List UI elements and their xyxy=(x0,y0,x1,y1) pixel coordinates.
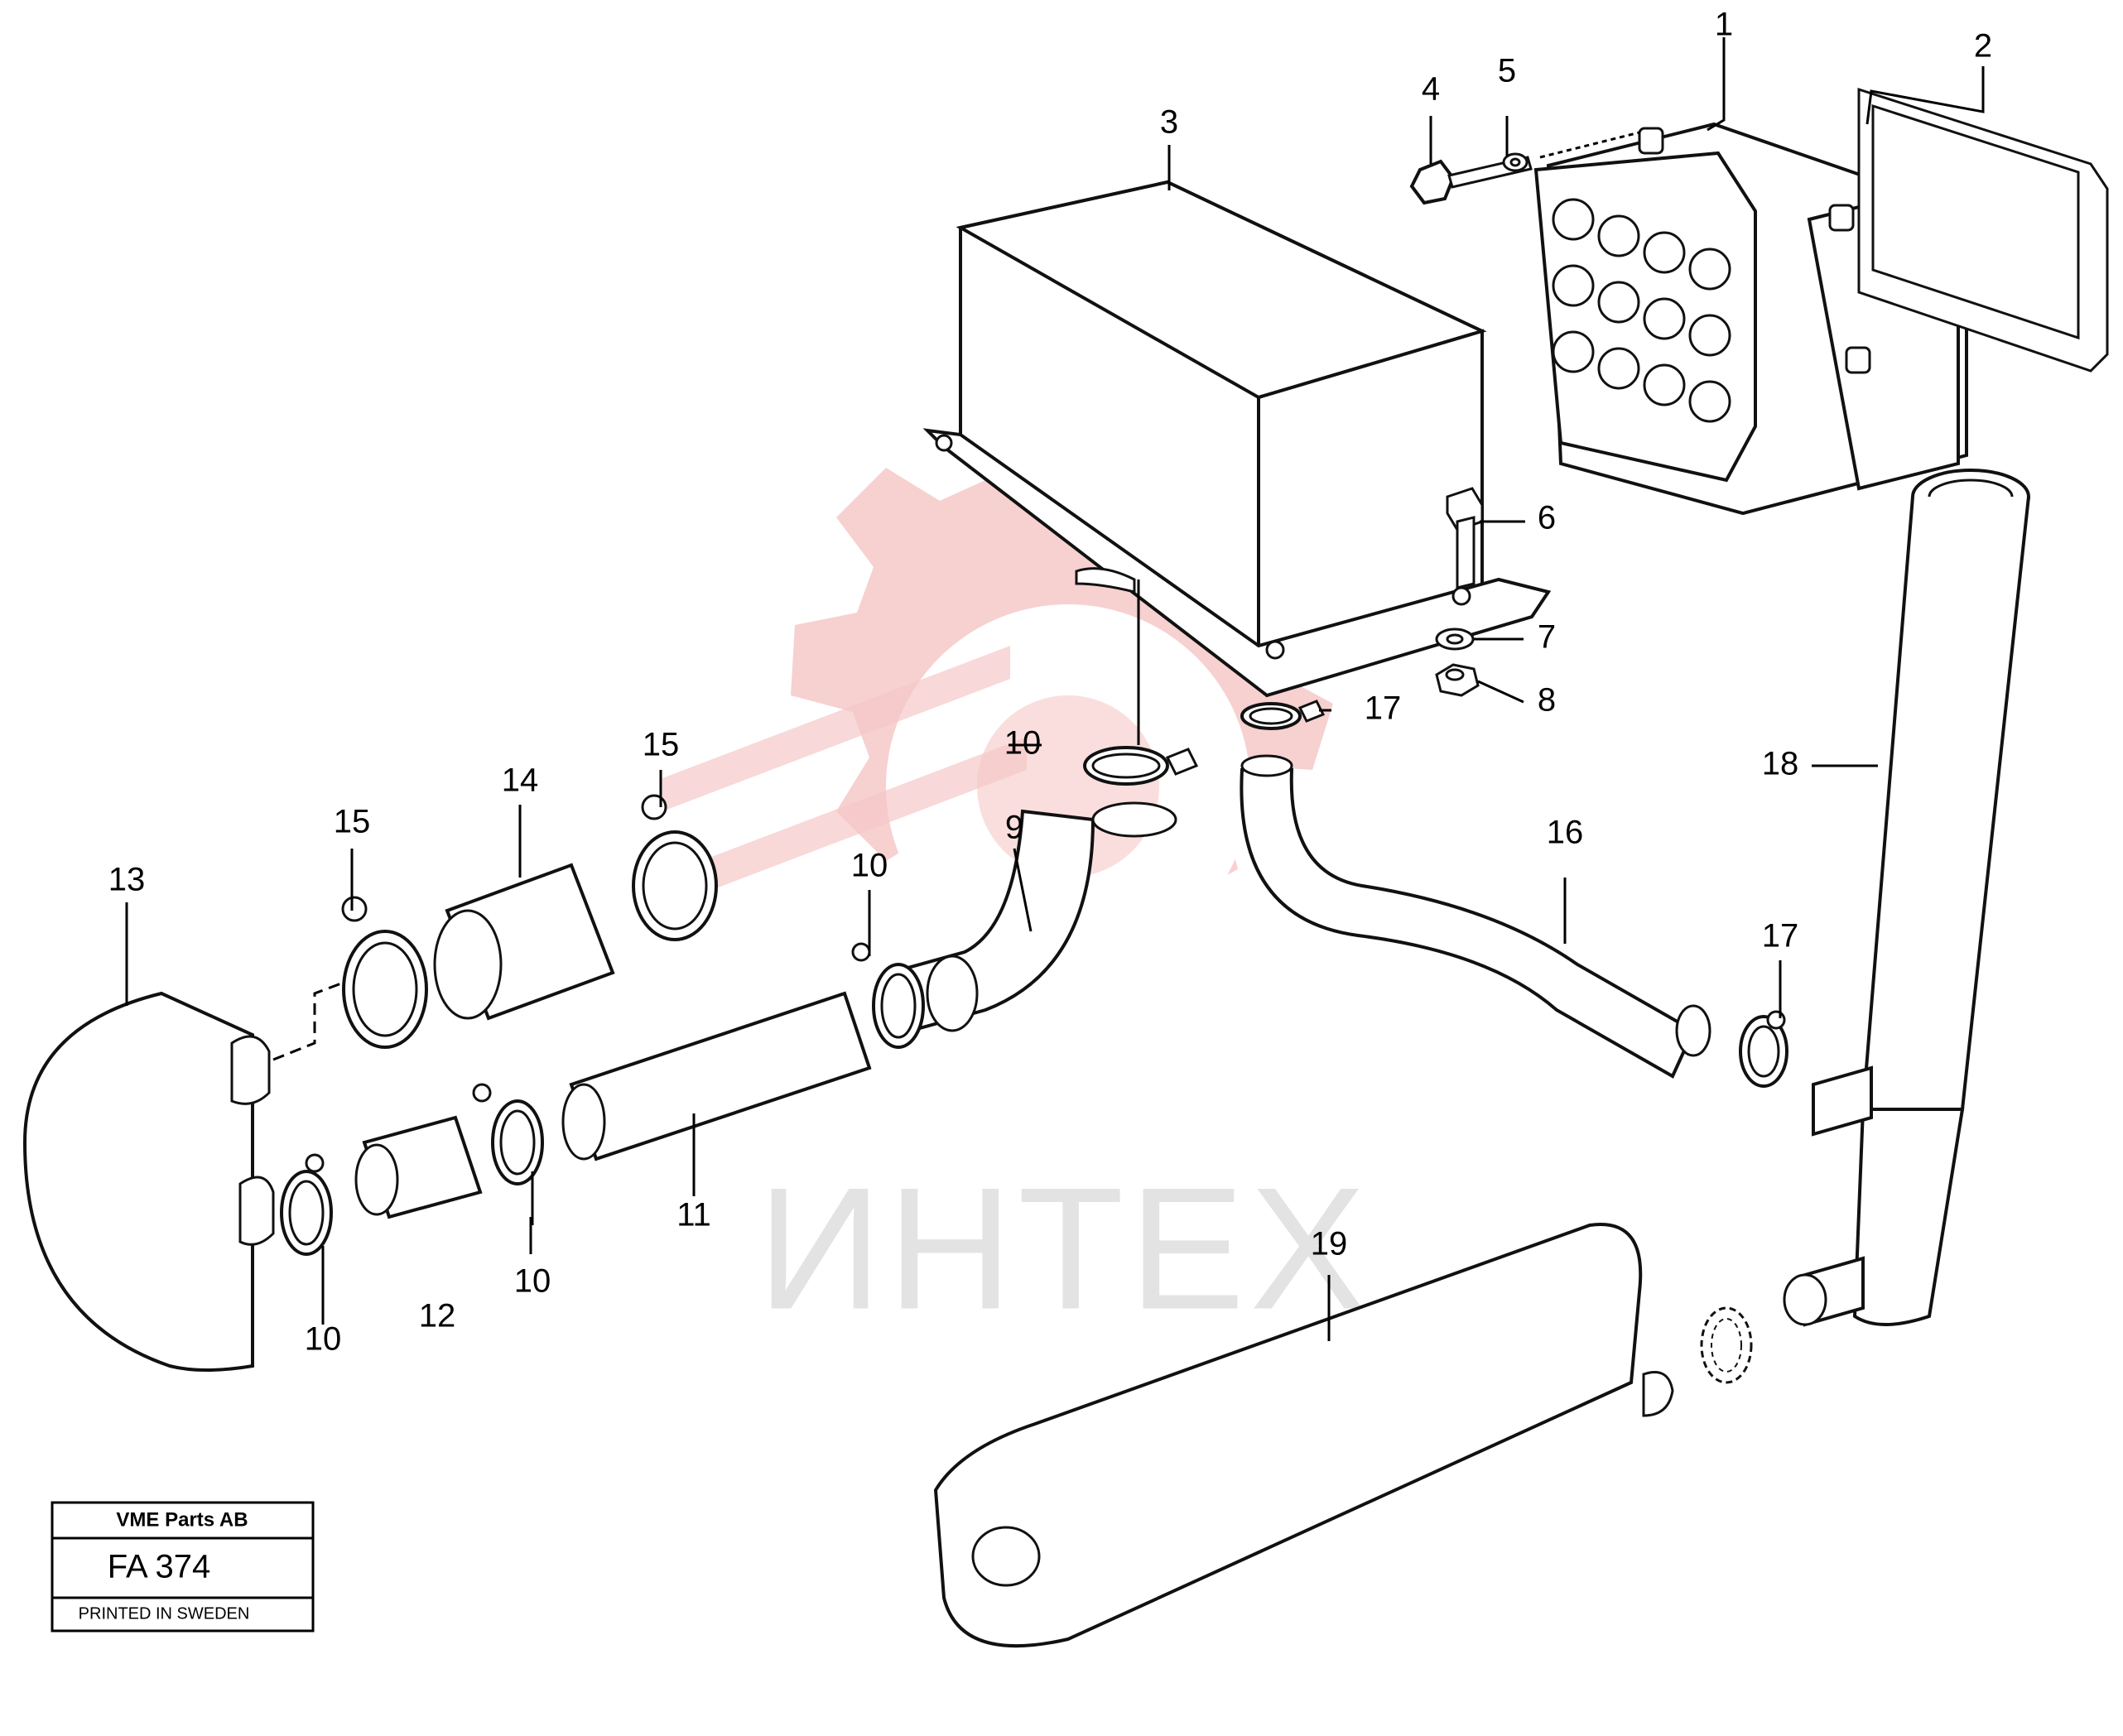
watermark-arrows xyxy=(662,646,1027,902)
title-block-code: FA 374 xyxy=(108,1549,211,1585)
watermark-text: ИНТЕХ xyxy=(757,1151,1370,1345)
callout-6: 6 xyxy=(1538,500,1556,536)
part-11-long-tube xyxy=(561,991,872,1161)
callout-19: 19 xyxy=(1311,1226,1348,1262)
callout-1: 1 xyxy=(1715,7,1733,43)
callout-10-top: 10 xyxy=(1004,725,1042,762)
part-7-washer xyxy=(1435,628,1475,651)
callout-3: 3 xyxy=(1160,104,1178,141)
clamps xyxy=(280,700,1788,1384)
callout-15-left: 15 xyxy=(334,804,371,840)
part-3-cover xyxy=(922,180,1552,698)
title-block: VME Parts AB FA 374 PRINTED IN SWEDEN xyxy=(51,1501,315,1633)
title-block-company: VME Parts AB xyxy=(116,1508,248,1531)
part-12-sleeve xyxy=(354,1115,483,1219)
part-2-gasket xyxy=(1857,87,2109,373)
part-14-sleeve xyxy=(433,863,615,1021)
clamp-muffler xyxy=(1700,1306,1753,1384)
callout-2: 2 xyxy=(1974,28,1992,65)
callout-labels: 1 2 3 4 5 6 7 8 9 10 10 10 10 11 12 13 1… xyxy=(108,7,1992,1358)
junction-box-grommets xyxy=(1552,198,1731,423)
callout-8: 8 xyxy=(1538,682,1556,719)
callout-16: 16 xyxy=(1547,815,1584,851)
part-16-bent-hose xyxy=(1240,754,1711,1079)
part-18-vertical-pipe xyxy=(1783,469,2030,1327)
callout-14: 14 xyxy=(502,762,539,799)
callout-10-lower-left: 10 xyxy=(305,1321,342,1358)
part-8-nut xyxy=(1435,663,1480,697)
part-13-housing xyxy=(22,979,349,1372)
clamp-17-top xyxy=(1240,700,1326,730)
part-5-washer xyxy=(1502,152,1528,172)
title-block-printed: PRINTED IN SWEDEN xyxy=(79,1604,250,1623)
clamp-17-right xyxy=(1739,1010,1788,1088)
part-9-elbow-hose xyxy=(888,801,1177,1033)
callout-11: 11 xyxy=(676,1197,711,1233)
callout-10-lower-right: 10 xyxy=(514,1263,551,1300)
callout-12: 12 xyxy=(419,1298,456,1334)
callout-9: 9 xyxy=(1005,810,1023,846)
clamp-15-right xyxy=(632,794,718,941)
leader-lines xyxy=(125,37,1985,1341)
callout-4: 4 xyxy=(1422,71,1440,108)
callout-10-mid: 10 xyxy=(851,848,888,884)
callout-17-right: 17 xyxy=(1762,918,1799,955)
callout-15-right: 15 xyxy=(643,727,680,763)
callout-17-top: 17 xyxy=(1365,690,1402,727)
callout-18: 18 xyxy=(1762,746,1799,782)
bolt-axis-line xyxy=(1539,131,1640,159)
callout-13: 13 xyxy=(108,862,146,898)
part-6-bolt xyxy=(1446,487,1484,589)
clamp-10-lower-left xyxy=(280,1153,333,1256)
part-1-junction-box xyxy=(1533,122,1968,516)
clamp-10-lower-right xyxy=(472,1083,544,1185)
clamp-10-mid xyxy=(851,942,925,1049)
callout-7: 7 xyxy=(1538,619,1556,656)
callout-5: 5 xyxy=(1498,53,1516,89)
clamp-10-top xyxy=(1083,746,1199,786)
part-19-muffler xyxy=(933,1223,1674,1648)
clamp-15-left xyxy=(341,896,428,1049)
